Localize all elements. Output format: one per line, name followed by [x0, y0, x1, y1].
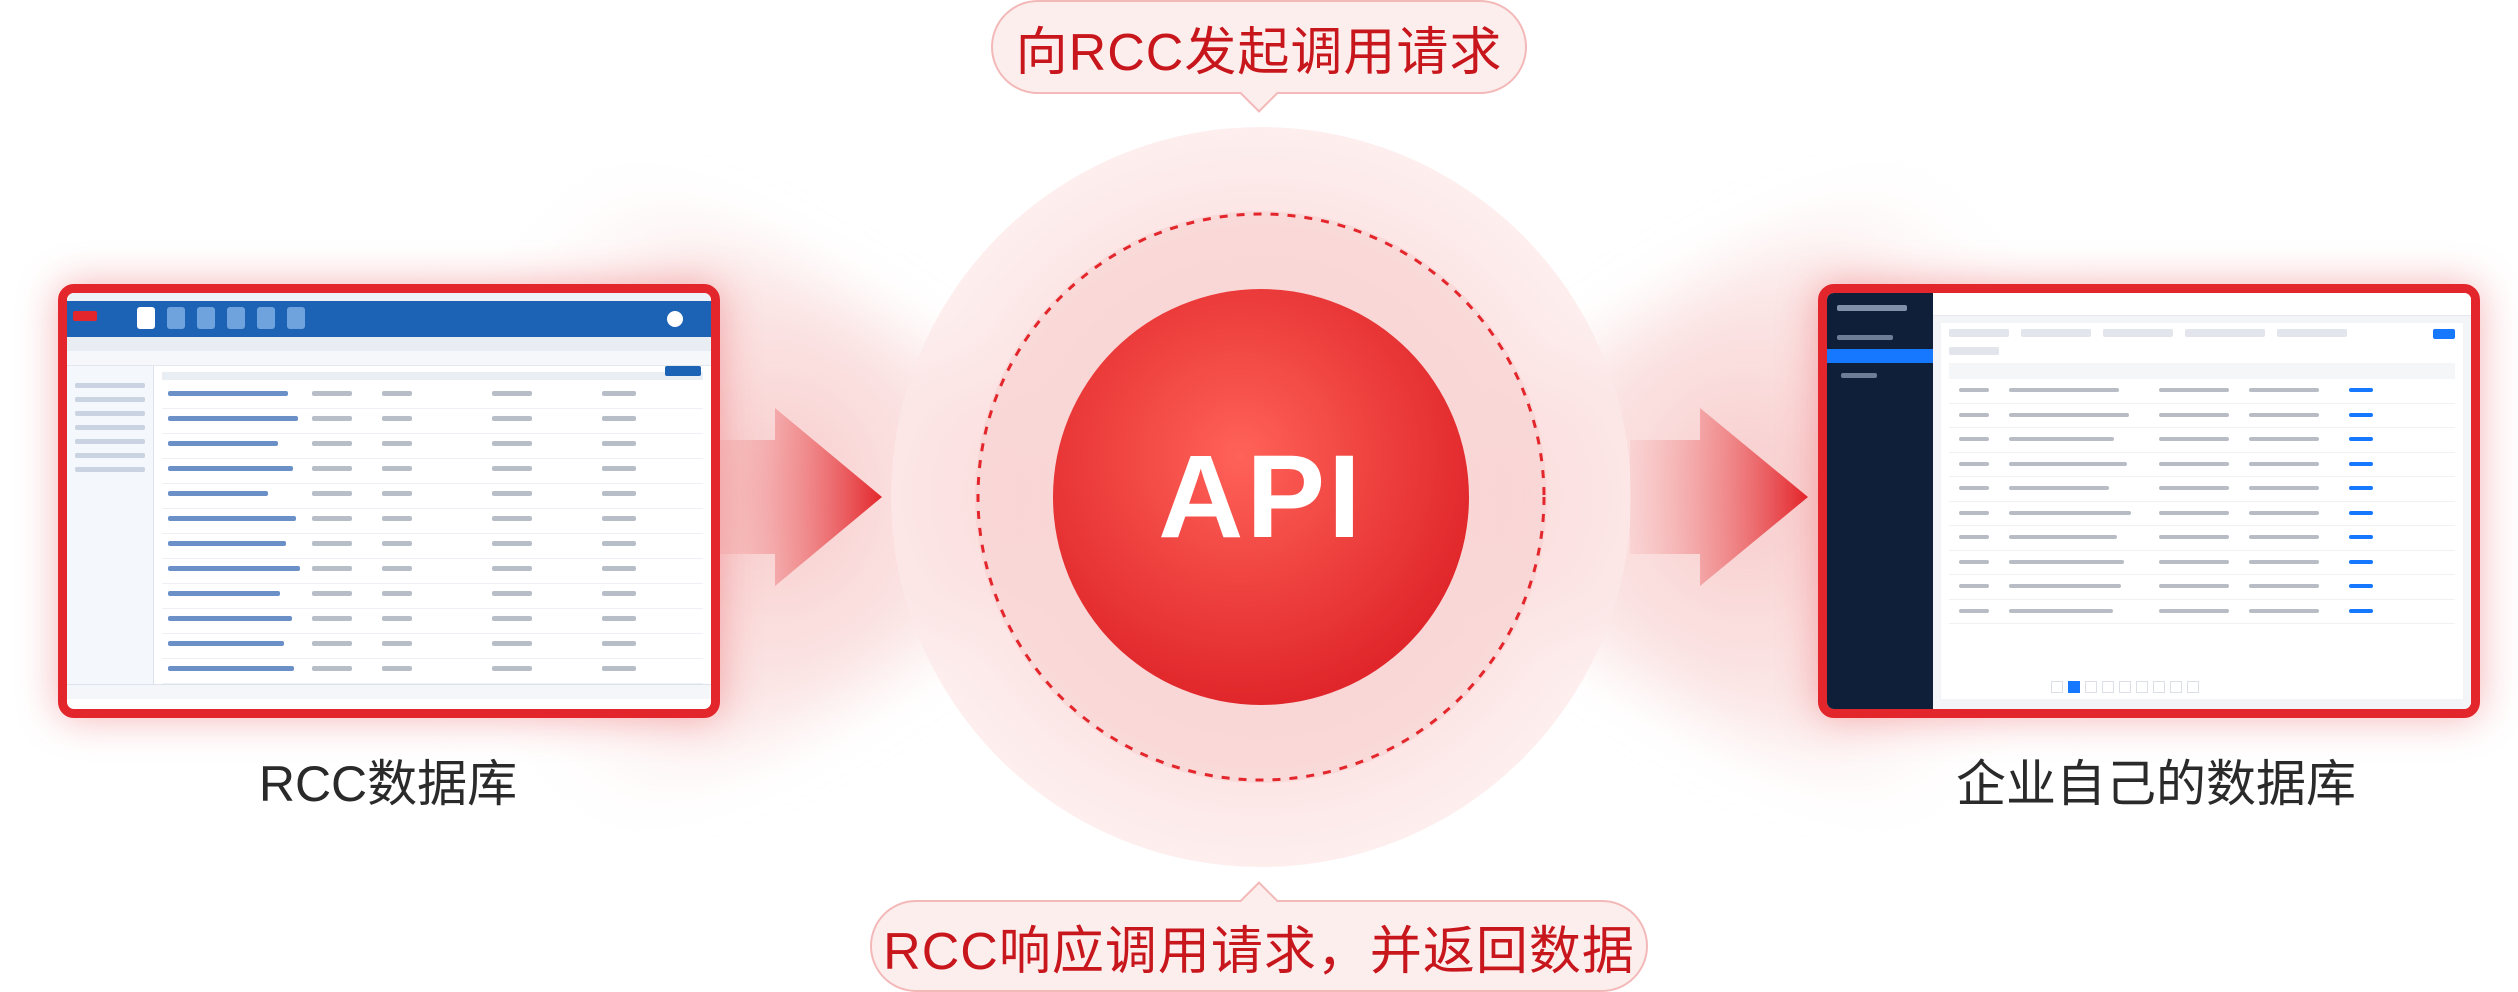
table-row — [162, 509, 703, 534]
crm-sidebar — [1827, 293, 1933, 709]
table-row — [1949, 575, 2455, 600]
tab-strip — [67, 337, 711, 351]
api-core — [1053, 289, 1469, 705]
response-bubble: RCC响应调用请求，并返回数据 — [870, 881, 1648, 992]
table-row — [162, 609, 703, 634]
app-topbar — [67, 301, 711, 337]
table-row — [162, 409, 703, 434]
cloud-icon — [137, 307, 155, 329]
request-text: 向RCC发起调用请求 — [1015, 23, 1503, 82]
response-text: RCC响应调用请求，并返回数据 — [883, 922, 1635, 981]
left-arrow-icon — [715, 408, 882, 586]
left-caption: RCC数据库 — [258, 756, 518, 812]
crm-header — [1933, 293, 2471, 316]
table-row — [162, 584, 703, 609]
avatar — [667, 311, 683, 327]
crm-query-button — [2433, 329, 2455, 339]
nav-icon — [167, 307, 185, 329]
table-row — [162, 634, 703, 659]
project-table — [154, 366, 711, 684]
table-row — [1949, 526, 2455, 551]
crm-main — [1933, 293, 2471, 709]
content-area — [67, 366, 711, 684]
table-row — [1949, 502, 2455, 526]
request-bubble: 向RCC发起调用请求 — [991, 0, 1527, 113]
status-bar — [67, 684, 711, 699]
table-row — [1949, 379, 2455, 404]
dashed-ring — [976, 212, 1546, 782]
rcc-database-screen — [58, 284, 720, 718]
nav-icon — [197, 307, 215, 329]
wifi-icon — [227, 307, 245, 329]
right-arrow-icon — [1630, 408, 1808, 586]
table-row — [162, 459, 703, 484]
enterprise-database-screen — [1818, 284, 2480, 718]
table-header — [162, 372, 703, 380]
table-row — [1949, 477, 2455, 502]
table-row — [1949, 600, 2455, 624]
table-row — [1949, 404, 2455, 428]
right-caption: 企业自己的数据库 — [1956, 756, 2356, 812]
query-button — [665, 366, 701, 376]
mail-icon — [287, 307, 305, 329]
table-row — [1949, 428, 2455, 453]
side-tree — [67, 366, 154, 684]
table-row — [162, 659, 703, 684]
table-row — [1949, 551, 2455, 575]
nav-icon — [257, 307, 275, 329]
table-row — [162, 534, 703, 559]
crm-table-card — [1941, 323, 2463, 699]
pagination — [2051, 681, 2199, 693]
app-logo — [73, 311, 97, 321]
table-row — [162, 384, 703, 409]
window-titlebar — [67, 293, 711, 301]
table-row — [162, 484, 703, 509]
crm-table-header — [1949, 363, 2455, 379]
filter-bar — [67, 351, 711, 366]
crm-filter-bar — [1941, 323, 2463, 363]
table-row — [162, 434, 703, 459]
table-row — [1949, 453, 2455, 477]
top-nav — [137, 307, 305, 329]
api-label: API — [1158, 431, 1364, 563]
table-row — [162, 559, 703, 584]
